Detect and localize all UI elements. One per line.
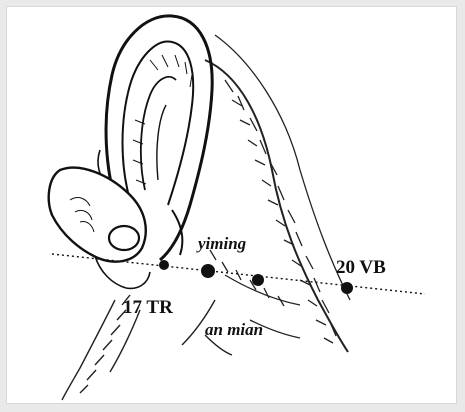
acupoint-anmian (252, 274, 264, 286)
hair-region-icon (205, 35, 350, 352)
acupoint-17tr (159, 260, 169, 270)
acupoint-yiming (201, 264, 215, 278)
acupoint-20vb (341, 282, 353, 294)
label-20vb: 20 VB (336, 257, 386, 278)
label-17tr: 17 TR (123, 297, 173, 318)
label-anmian: an mian (205, 320, 263, 339)
label-yiming: yiming (196, 234, 247, 253)
finger-pressing-icon (49, 168, 150, 289)
